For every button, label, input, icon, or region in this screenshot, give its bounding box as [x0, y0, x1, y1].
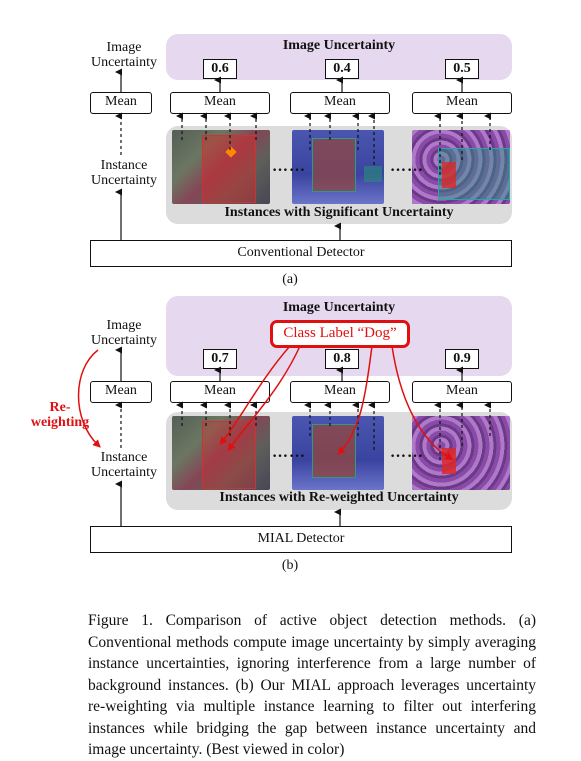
value-box-b2: 0.8 [325, 349, 359, 369]
instance-uncertainty-label-b: Instance Uncertainty [90, 450, 158, 480]
image-uncertainty-label-a: Image Uncertainty [90, 40, 158, 70]
ellipsis-a1: …… [272, 158, 306, 175]
image-uncertainty-title-b: Image Uncertainty [282, 300, 396, 315]
instances-caption-a: Instances with Significant Uncertainty [224, 205, 454, 220]
image-uncertainty-title-a: Image Uncertainty [282, 38, 396, 53]
detector-box-b: MIAL Detector [90, 526, 512, 553]
sub-label-b: (b) [281, 558, 299, 573]
figure-caption: Figure 1. Comparison of active object de… [88, 612, 536, 758]
value-box-a2: 0.4 [325, 59, 359, 79]
mean-box-a1: Mean [170, 92, 270, 114]
class-label-dog: Class Label “Dog” [270, 320, 410, 348]
value-box-b3: 0.9 [445, 349, 479, 369]
mean-box-b1: Mean [170, 381, 270, 403]
thumbnail-dog-a3 [412, 130, 510, 204]
value-box-a1: 0.6 [203, 59, 237, 79]
thumbnail-dog-a2 [292, 130, 384, 204]
mean-box-a3: Mean [412, 92, 512, 114]
thumbnail-dog-b3 [412, 416, 510, 490]
thumbnail-dog-a1 [172, 130, 270, 204]
image-uncertainty-label-b: Image Uncertainty [90, 318, 158, 348]
instance-uncertainty-label-a: Instance Uncertainty [90, 158, 158, 188]
thumbnail-dog-b1 [172, 416, 270, 490]
sub-label-a: (a) [282, 272, 298, 287]
reweighting-label: Re- weighting [30, 400, 90, 430]
ellipsis-b2: …… [390, 444, 424, 461]
ellipsis-a2: …… [390, 158, 424, 175]
mean-box-b2: Mean [290, 381, 390, 403]
mean-box-a2: Mean [290, 92, 390, 114]
connector-arrows [77, 68, 491, 526]
instances-caption-b: Instances with Re-weighted Uncertainty [219, 490, 459, 505]
ellipsis-b1: …… [272, 444, 306, 461]
detector-box-a: Conventional Detector [90, 240, 512, 267]
